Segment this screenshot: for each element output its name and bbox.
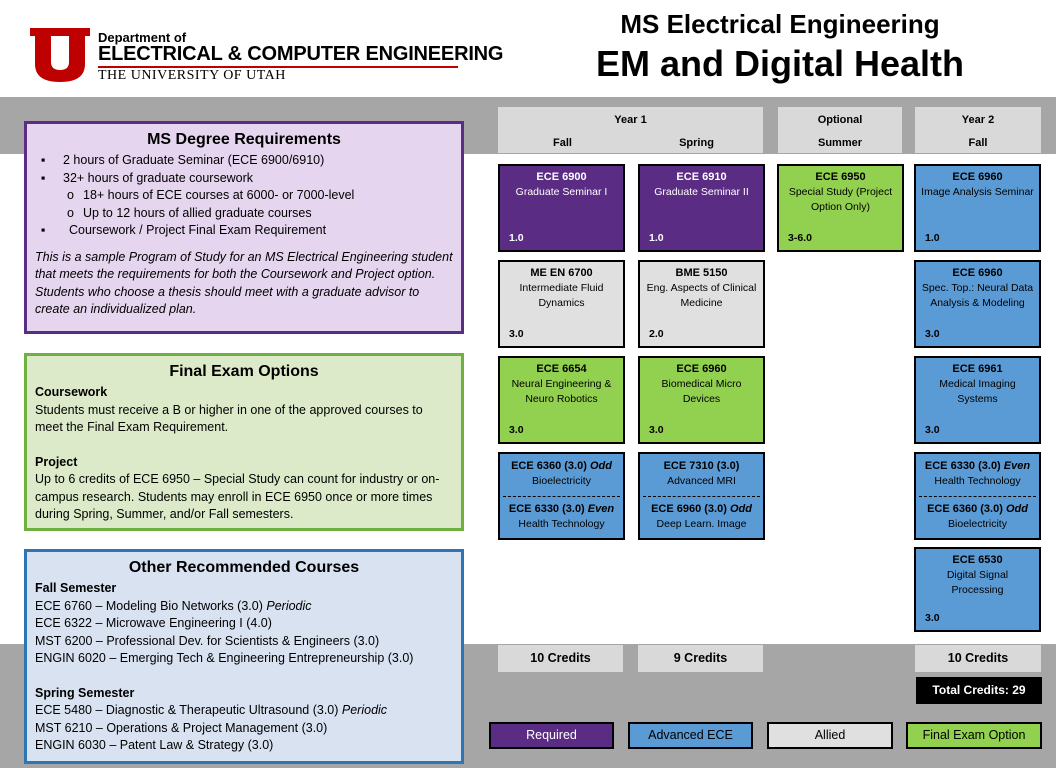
course-box-split-spring1[interactable]: ECE 7310 (3.0) Advanced MRI ECE 6960 (3.… <box>638 452 765 540</box>
course-box-ece6654[interactable]: ECE 6654 Neural Engineering & Neuro Robo… <box>498 356 625 444</box>
course-line: MST 6210 – Operations & Project Manageme… <box>35 720 328 735</box>
other-courses-panel: Other Recommended Courses Fall Semester … <box>24 549 464 764</box>
legend-final-exam-option: Final Exam Option <box>906 722 1042 749</box>
coursework-text: Students must receive a B or higher in o… <box>35 402 423 435</box>
course-box-meen6700[interactable]: ME EN 6700 Intermediate Fluid Dynamics 3… <box>498 260 625 348</box>
course-box-ece6530[interactable]: ECE 6530 Digital Signal Processing 3.0 <box>914 547 1041 632</box>
circle-bullet-icon: o <box>67 188 74 202</box>
column-header-year1: Year 1 Fall Spring <box>498 107 763 153</box>
course-box-ece6900[interactable]: ECE 6900 Graduate Seminar I 1.0 <box>498 164 625 252</box>
course-box-bme5150[interactable]: BME 5150 Eng. Aspects of Clinical Medici… <box>638 260 765 348</box>
course-line: MST 6200 – Professional Dev. for Scienti… <box>35 633 380 648</box>
course-box-ece6960-neural[interactable]: ECE 6960 Spec. Top.: Neural Data Analysi… <box>914 260 1041 348</box>
project-text: Up to 6 credits of ECE 6950 – Special St… <box>35 472 440 521</box>
university-logo: Department of ELECTRICAL & COMPUTER ENGI… <box>28 26 503 86</box>
bullet-icon: ▪ <box>41 170 46 185</box>
project-title: Project <box>35 454 78 469</box>
course-line: ECE 5480 – Diagnostic & Therapeutic Ultr… <box>35 703 388 717</box>
course-box-ece6960-image[interactable]: ECE 6960 Image Analysis Seminar 1.0 <box>914 164 1041 252</box>
course-option[interactable]: ECE 6960 (3.0) Odd Deep Learn. Image <box>651 503 752 530</box>
course-box-ece6960-biomed[interactable]: ECE 6960 Biomedical Micro Devices 3.0 <box>638 356 765 444</box>
course-box-split-fall1[interactable]: ECE 6360 (3.0) Odd Bioelectricity ECE 63… <box>498 452 625 540</box>
legend-allied: Allied <box>767 722 893 749</box>
course-line: ENGIN 6030 – Patent Law & Strategy (3.0) <box>35 738 274 752</box>
course-box-ece6950[interactable]: ECE 6950 Special Study (Project Option O… <box>777 164 904 252</box>
circle-bullet-icon: o <box>67 205 74 220</box>
title-line-2: EM and Digital Health <box>595 43 965 84</box>
title-line-1: MS Electrical Engineering <box>620 9 940 39</box>
course-box-ece6961[interactable]: ECE 6961 Medical Imaging Systems 3.0 <box>914 356 1041 444</box>
course-option[interactable]: ECE 7310 (3.0) Advanced MRI <box>663 460 740 487</box>
bullet-icon: ▪ <box>41 223 46 237</box>
dashed-divider <box>919 496 1036 497</box>
fall-semester-title: Fall Semester <box>35 581 117 595</box>
page-title: MS Electrical Engineering EM and Digital… <box>520 6 1040 86</box>
credits-fall-year1: 10 Credits <box>498 645 623 672</box>
final-exam-heading: Final Exam Options <box>169 363 319 380</box>
column-header-summer: Optional Summer <box>778 107 902 153</box>
logo-university: THE UNIVERSITY OF UTAH <box>98 68 286 83</box>
course-box-split-fall2[interactable]: ECE 6330 (3.0) Even Health Technology EC… <box>914 452 1041 540</box>
spring-semester-title: Spring Semester <box>35 685 135 700</box>
degree-requirements-panel: MS Degree Requirements ▪2 hours of Gradu… <box>24 121 464 334</box>
column-header-year2: Year 2 Fall <box>915 107 1041 153</box>
course-option[interactable]: ECE 6360 (3.0) Odd Bioelectricity <box>511 460 612 487</box>
credits-spring-year1: 9 Credits <box>638 645 763 672</box>
logo-department-name: ELECTRICAL & COMPUTER ENGINEERING <box>98 43 504 65</box>
requirement-item: ▪32+ hours of graduate coursework <box>35 170 453 188</box>
requirements-heading: MS Degree Requirements <box>147 131 341 148</box>
logo-department-of: Department of <box>98 30 187 45</box>
course-line: ENGIN 6020 – Emerging Tech & Engineering… <box>35 651 414 665</box>
requirement-item: ▪Coursework / Project Final Exam Require… <box>35 222 453 240</box>
logo-rule <box>98 66 458 68</box>
dashed-divider <box>643 496 760 497</box>
course-line: ECE 6322 – Microwave Engineering I (4.0) <box>35 616 272 630</box>
block-u-icon <box>30 28 90 82</box>
legend-required: Required <box>489 722 614 749</box>
course-line: ECE 6760 – Modeling Bio Networks (3.0) P… <box>35 598 312 613</box>
course-box-ece6910[interactable]: ECE 6910 Graduate Seminar II 1.0 <box>638 164 765 252</box>
coursework-title: Coursework <box>35 385 108 399</box>
total-credits: Total Credits: 29 <box>916 677 1042 704</box>
dashed-divider <box>503 496 620 497</box>
requirements-note: This is a sample Program of Study for an… <box>35 249 453 317</box>
credits-fall-year2: 10 Credits <box>915 645 1041 672</box>
course-option[interactable]: ECE 6330 (3.0) Even Health Technology <box>508 503 615 530</box>
course-option[interactable]: ECE 6360 (3.0) Odd Bioelectricity <box>927 503 1028 530</box>
final-exam-panel: Final Exam Options Coursework Students m… <box>24 353 464 531</box>
requirement-item: ▪2 hours of Graduate Seminar (ECE 6900/6… <box>35 152 453 170</box>
other-courses-heading: Other Recommended Courses <box>128 559 360 576</box>
course-option[interactable]: ECE 6330 (3.0) Even Health Technology <box>924 460 1031 487</box>
legend-advanced-ece: Advanced ECE <box>628 722 753 749</box>
bullet-icon: ▪ <box>41 153 46 167</box>
